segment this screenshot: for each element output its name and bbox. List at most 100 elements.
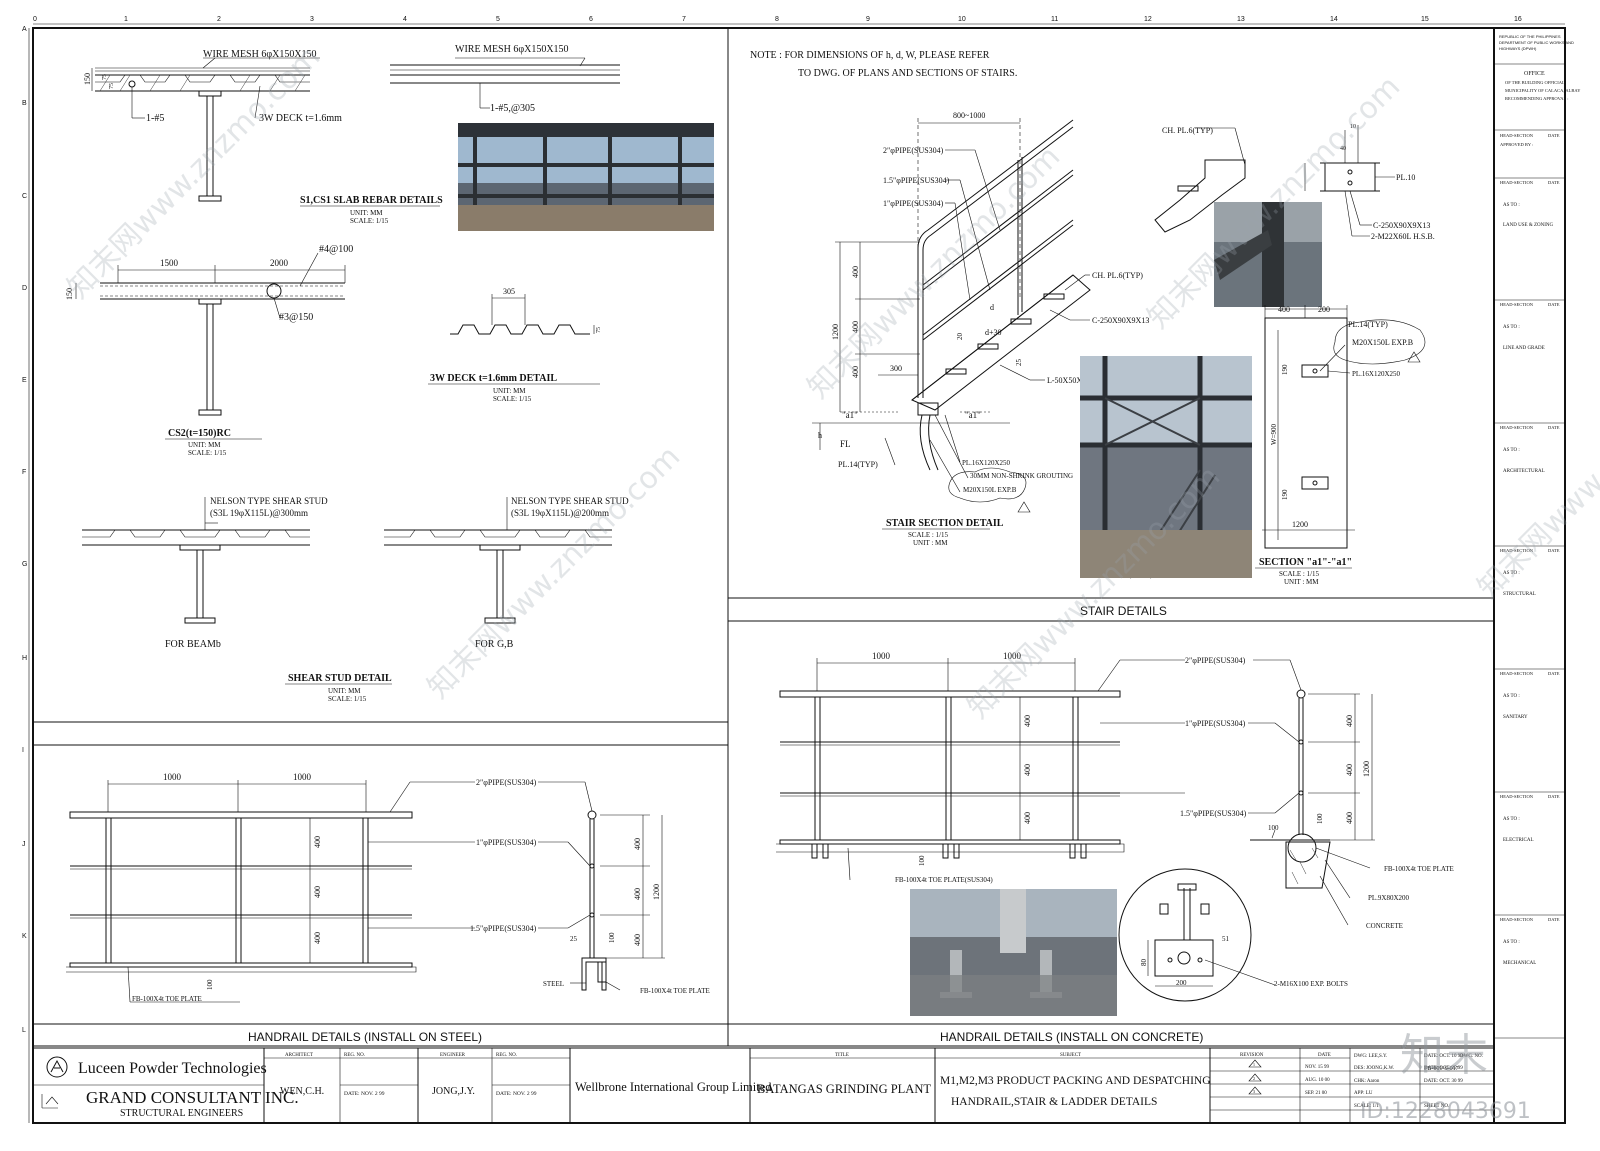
dim-75a: 75	[102, 74, 108, 80]
handrail-concrete-title: HANDRAIL DETAILS (INSTALL ON CONCRETE)	[940, 1030, 1203, 1044]
st-pipe-1: 1"φPIPE(SUS304)	[883, 199, 944, 208]
st-dim-w900: W=900	[1270, 423, 1278, 445]
deck-scale: SCALE: 1/15	[493, 395, 532, 403]
stair-photo	[1080, 356, 1252, 579]
slab-title: S1,CS1 SLAB REBAR DETAILS	[300, 195, 443, 206]
scale-value: SCALE: 1/1	[1354, 1104, 1379, 1109]
b3-label: ARCHITECTURAL	[1503, 469, 1545, 474]
hc-dim-200: 200	[1176, 979, 1187, 987]
hc-toe-b: FB-100X4t TOE PLATE	[1384, 865, 1454, 873]
grid-col-2: 2	[217, 16, 221, 23]
hc-dim-1000b: 1000	[1003, 651, 1022, 661]
grid-col-5: 5	[496, 16, 500, 23]
cs2-scale: SCALE: 1/15	[188, 449, 227, 457]
stair-column-photo	[1214, 202, 1322, 307]
b2-label: LINE AND GRADE	[1503, 346, 1545, 351]
grid-row-G: G	[22, 561, 27, 568]
b2-date: DATE	[1548, 302, 1560, 307]
wire-mesh-label-1: WIRE MESH 6φX150X150	[203, 49, 317, 60]
app-by: APP: LU	[1354, 1091, 1373, 1096]
hc-dim-100: 100	[918, 855, 926, 866]
b3-head: HEAD-SECTION	[1500, 425, 1534, 430]
b6-label: ELECTRICAL	[1503, 838, 1534, 843]
b4-date: DATE	[1548, 548, 1560, 553]
bar-label-1: 1-#5	[146, 113, 164, 124]
hc-toe: FB-100X4t TOE PLATE(SUS304)	[895, 876, 993, 884]
revision-3: 3	[1253, 1089, 1255, 1094]
grid-row-C: C	[22, 193, 27, 200]
grid-row-F: F	[22, 469, 26, 476]
hc-plate: PL.9X80X200	[1368, 894, 1410, 902]
grid-col-11: 11	[1051, 16, 1058, 23]
stud-2-line-2: (S3L 19φX115L)@200mm	[511, 508, 609, 518]
b4-head: HEAD-SECTION	[1500, 548, 1534, 553]
b6-date: DATE	[1548, 794, 1560, 799]
note-line-2: TO DWG. OF PLANS AND SECTIONS OF STAIRS.	[798, 68, 1017, 79]
chk-date: DATE: OCT. 30 99	[1424, 1079, 1463, 1084]
slab-unit: UNIT: MM	[350, 209, 383, 217]
st-dim-400-b: 400	[1278, 305, 1290, 314]
grid-col-6: 6	[589, 16, 593, 23]
dwg-by: DWG: LEE,S.Y.	[1354, 1054, 1387, 1059]
grid-col-10: 10	[958, 16, 966, 23]
for-gb-label: FOR G,B	[475, 639, 514, 650]
grid-col-14: 14	[1330, 16, 1338, 23]
grid-row-E: E	[22, 377, 27, 384]
hc-side-400c: 400	[1345, 812, 1354, 824]
section-a1-title: SECTION "a1"-"a1"	[1259, 557, 1352, 568]
st-dim-190a: 190	[1281, 364, 1289, 375]
st-dim-800: 800~1000	[953, 111, 985, 120]
hs-dim-400c: 400	[313, 932, 322, 944]
watermark-logo: 知末	[1400, 1030, 1488, 1081]
st-pl10: PL.10	[1396, 173, 1415, 182]
stud-1-line-1: NELSON TYPE SHEAR STUD	[210, 496, 328, 506]
grid-col-7: 7	[682, 16, 686, 23]
st-dim-20: 20	[956, 333, 964, 341]
reg-header-1: REG. NO.	[344, 1053, 365, 1058]
subject-line-2: HANDRAIL,STAIR & LADDER DETAILS	[951, 1096, 1157, 1108]
hs-side-400a: 400	[633, 838, 642, 850]
title-header: TITLE	[835, 1053, 849, 1058]
st-dim-400a: 400	[851, 266, 860, 278]
revision-1: 1	[1253, 1062, 1255, 1067]
st-pipe-2: 2"φPIPE(SUS304)	[883, 146, 944, 155]
revision-triangle-3	[1248, 1086, 1262, 1095]
deck-dim-t: 75	[596, 327, 602, 333]
grid-col-16: 16	[1514, 16, 1522, 23]
hs-side-100: 100	[608, 932, 616, 943]
st-dim-400c: 400	[851, 366, 860, 378]
hc-dim-1000a: 1000	[872, 651, 891, 661]
stair-section-detail: 800~1000 2"φPIPE(SUS304) 1.5"φPIPE(SUS30…	[812, 111, 1149, 547]
hc-dim-80: 80	[1140, 959, 1148, 967]
title-block: Luceen Powder Technologies GRAND CONSULT…	[33, 1047, 1494, 1123]
watermark-text-2: 知末网www.znzmo.com	[421, 439, 687, 705]
revision-date-2: AUG. 10 00	[1305, 1078, 1330, 1083]
cs2-detail: 1500 2000 150 #4@100 #3@150 CS2(t=150)RC…	[65, 244, 353, 457]
project-title: BATANGAS GRINDING PLANT	[757, 1082, 931, 1096]
dwg-no: FB-001-S-017	[1424, 1066, 1459, 1072]
st-ch-pl6-b: CH. PL.6(TYP)	[1162, 126, 1213, 135]
grid-col-3: 3	[310, 16, 314, 23]
hc-side-100: 100	[1316, 813, 1324, 824]
b1-date: DATE	[1548, 180, 1560, 185]
st-dim-d30: d+30	[985, 328, 1002, 337]
st-angle: L-50X50X6X250	[1047, 376, 1104, 385]
b7-as: AS TO :	[1503, 940, 1520, 945]
slab-photo	[458, 123, 714, 231]
subject-header: SUBJECT	[1060, 1053, 1081, 1058]
st-pl14-b: PL.14(TYP)	[1348, 320, 1388, 329]
st-channel-b: C-250X90X9X13	[1373, 221, 1430, 230]
grid-row-L: L	[22, 1027, 26, 1034]
sheet-frame	[28, 23, 1566, 1124]
deck-detail: 305 75 3W DECK t=1.6mm DETAIL UNIT: MM S…	[428, 287, 602, 403]
architect-header: ARCHITECT	[285, 1053, 313, 1058]
revision-2: 2	[1253, 1076, 1255, 1081]
engineer-name: JONG,J.Y.	[432, 1086, 475, 1097]
b6-head: HEAD-SECTION	[1500, 794, 1534, 799]
st-dim-400b: 400	[851, 321, 860, 333]
approval-column: REPUBLIC OF THE PHILIPPINES DEPARTMENT O…	[1494, 34, 1581, 1039]
cs2-unit: UNIT: MM	[188, 441, 221, 449]
st-grout: 30MM NON-SHRINK GROUTING	[970, 472, 1073, 480]
st-pl16: PL.16X120X250	[962, 459, 1011, 467]
st-pipe-15: 1.5"φPIPE(SUS304)	[883, 176, 950, 185]
